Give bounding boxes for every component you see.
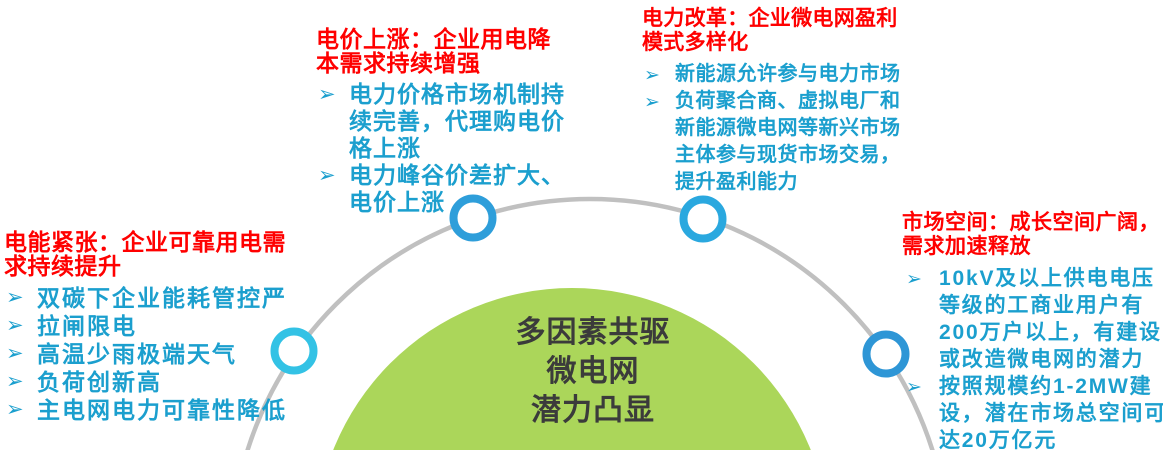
- bullet-item: ➢高温少雨极端天气: [6, 341, 237, 367]
- node-circle-left: [270, 327, 318, 375]
- bullet-arrow-icon: ➢: [6, 370, 24, 393]
- bullet-arrow-icon: ➢: [6, 314, 24, 337]
- node-circle-top-left: [449, 194, 497, 242]
- section-electricity-price-rise: 电价上涨：企业用电降 本需求持续增强 ➢电力价格市场机制持 续完善，代理购电价 …: [316, 27, 588, 216]
- bullet-arrow-icon: ➢: [6, 342, 24, 365]
- bullet-item: ➢双碳下企业能耗管控严: [6, 285, 287, 311]
- section-power-supply-tension: 电能紧张：企业可靠用电需 求持续提升 ➢双碳下企业能耗管控严 ➢拉闸限电 ➢高温…: [4, 230, 304, 424]
- bullet-list: ➢10kV及以上供电电压 等级的工商业用户有 200万户以上，有建设 或改造微电…: [902, 265, 1163, 454]
- connector-arc: [245, 196, 935, 450]
- node-circle-right: [862, 330, 910, 378]
- bullet-list: ➢双碳下企业能耗管控严 ➢拉闸限电 ➢高温少雨极端天气 ➢负荷创新高 ➢主电网电…: [4, 284, 304, 424]
- center-circle: [333, 288, 811, 450]
- bullet-item: ➢电力峰谷价差扩大、 电价上涨: [318, 162, 565, 215]
- bullet-arrow-icon: ➢: [318, 83, 336, 106]
- section-title: 市场空间：成长空间广阔， 需求加速释放: [902, 211, 1160, 258]
- bullet-item: ➢负荷聚合商、虚拟电厂和 新能源微电网等新兴市场 主体参与现货市场交易， 提升盈…: [644, 90, 901, 193]
- bullet-item: ➢拉闸限电: [6, 313, 137, 339]
- bullet-item: ➢10kV及以上供电电压 等级的工商业用户有 200万户以上，有建设 或改造微电…: [906, 267, 1162, 371]
- bullet-arrow-icon: ➢: [6, 286, 24, 309]
- bullet-item: ➢新能源允许参与电力市场: [642, 61, 932, 88]
- bullet-list: ➢电力价格市场机制持 续完善，代理购电价 格上涨 ➢电力峰谷价差扩大、 电价上涨: [316, 81, 588, 216]
- section-title: 电价上涨：企业用电降 本需求持续增强: [316, 26, 551, 76]
- node-circle-top-right: [679, 195, 727, 243]
- section-title: 电力改革：企业微电网盈利 模式多样化: [642, 7, 898, 54]
- section-power-reform: 电力改革：企业微电网盈利 模式多样化 ➢新能源允许参与电力市场 ➢负荷聚合商、虚…: [642, 7, 932, 196]
- bullet-arrow-icon: ➢: [644, 92, 660, 113]
- bullet-item: ➢按照规模约1-2MW建 设，潜在市场总空间可 达20万亿元: [906, 375, 1163, 452]
- bullet-arrow-icon: ➢: [906, 377, 922, 398]
- bullet-arrow-icon: ➢: [906, 269, 922, 290]
- section-market-space: 市场空间：成长空间广阔， 需求加速释放 ➢10kV及以上供电电压 等级的工商业用…: [902, 211, 1163, 454]
- bullet-item: ➢负荷创新高: [6, 369, 162, 395]
- bullet-item: ➢电力价格市场机制持 续完善，代理购电价 格上涨: [318, 81, 565, 161]
- section-title: 电能紧张：企业可靠用电需 求持续提升: [4, 229, 286, 279]
- bullet-arrow-icon: ➢: [644, 65, 660, 86]
- bullet-arrow-icon: ➢: [318, 164, 336, 187]
- bullet-arrow-icon: ➢: [6, 398, 24, 421]
- bullet-item: ➢主电网电力可靠性降低: [6, 397, 287, 423]
- bullet-list: ➢新能源允许参与电力市场 ➢负荷聚合商、虚拟电厂和 新能源微电网等新兴市场 主体…: [642, 61, 932, 196]
- center-circle-label: 多因素共驱 微电网 潜力凸显: [515, 316, 671, 427]
